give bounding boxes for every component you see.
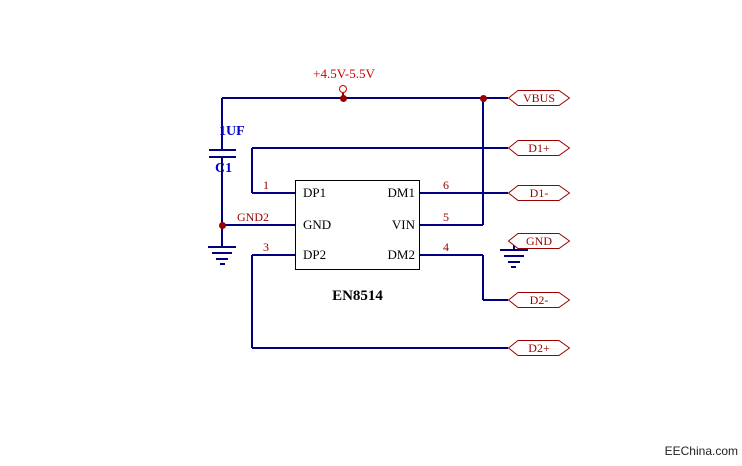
ground-icon xyxy=(216,258,228,260)
wire-d2plus-rise xyxy=(251,255,253,348)
port-label: VBUS xyxy=(522,90,555,105)
ground-icon xyxy=(511,266,516,268)
pin-number-5: 5 xyxy=(443,210,449,224)
watermark: EEChina.com xyxy=(664,444,738,458)
ground-icon xyxy=(220,263,225,265)
ground-icon xyxy=(508,261,520,263)
wire-vbus-rail xyxy=(222,97,508,99)
port-label: D1- xyxy=(529,185,549,200)
power-voltage-label: +4.5V-5.5V xyxy=(313,66,375,81)
ground-icon xyxy=(212,252,232,254)
wire-pin3 xyxy=(252,254,295,256)
capacitor-designator: C1 xyxy=(215,161,233,176)
pin-name-dp2: DP2 xyxy=(303,247,327,262)
port-d1minus: D1- xyxy=(508,185,570,201)
port-gnd: GND xyxy=(508,233,570,249)
wire-pin6-d1minus xyxy=(420,192,508,194)
pin-name-gnd: GND xyxy=(303,217,332,232)
pin-number-1: 1 xyxy=(263,178,269,192)
wire-d1plus xyxy=(252,147,508,149)
wire-cap-top xyxy=(221,98,223,150)
port-outline-icon xyxy=(508,292,570,308)
pin-name-vin: VIN xyxy=(391,217,415,232)
ground-icon xyxy=(208,246,236,248)
wire-ground-left-stub xyxy=(221,225,223,247)
ic-body xyxy=(295,180,420,270)
port-d2minus: D2- xyxy=(508,292,570,308)
wire-cap-bottom xyxy=(221,158,223,225)
port-label: D2- xyxy=(529,292,549,307)
port-d2plus: D2+ xyxy=(508,340,570,356)
pin-number-4: 4 xyxy=(443,240,449,254)
port-label: D1+ xyxy=(528,140,550,155)
port-outline-icon xyxy=(508,90,570,106)
wire-pin2-gnd xyxy=(222,224,295,226)
wire-d2minus xyxy=(483,299,508,301)
wire-pin5-vin xyxy=(420,224,483,226)
ground-icon xyxy=(504,255,524,257)
port-label: GND xyxy=(526,233,552,248)
junction-dot xyxy=(480,95,487,102)
pin-number-6: 6 xyxy=(443,178,449,192)
port-outline-icon xyxy=(508,340,570,356)
capacitor-plate xyxy=(209,156,236,158)
wire-d1plus-drop xyxy=(251,148,253,193)
pin-name-dm2: DM2 xyxy=(387,247,415,262)
port-d1plus: D1+ xyxy=(508,140,570,156)
pin-number-3: 3 xyxy=(263,240,269,254)
capacitor-value: 1UF xyxy=(219,124,245,139)
junction-dot xyxy=(219,222,226,229)
wire-pin4 xyxy=(420,254,483,256)
wire-d2plus xyxy=(252,347,508,349)
capacitor-plate xyxy=(209,149,236,151)
wire-pin1 xyxy=(252,192,295,194)
pin-name-dm1: DM1 xyxy=(387,185,415,200)
net-label-gnd2: GND2 xyxy=(237,210,269,224)
port-outline-icon xyxy=(508,140,570,156)
ground-icon xyxy=(500,249,528,251)
ic-designator: EN8514 xyxy=(332,288,383,304)
port-outline-icon xyxy=(508,233,570,249)
power-port-icon xyxy=(339,85,347,93)
junction-dot xyxy=(340,95,347,102)
pin-name-dp1: DP1 xyxy=(303,185,327,200)
port-outline-icon xyxy=(508,185,570,201)
port-label: D2+ xyxy=(528,340,550,355)
port-vbus: VBUS xyxy=(508,90,570,106)
wire-vbus-to-vin xyxy=(482,98,484,225)
wire-pin4-drop xyxy=(482,255,484,300)
